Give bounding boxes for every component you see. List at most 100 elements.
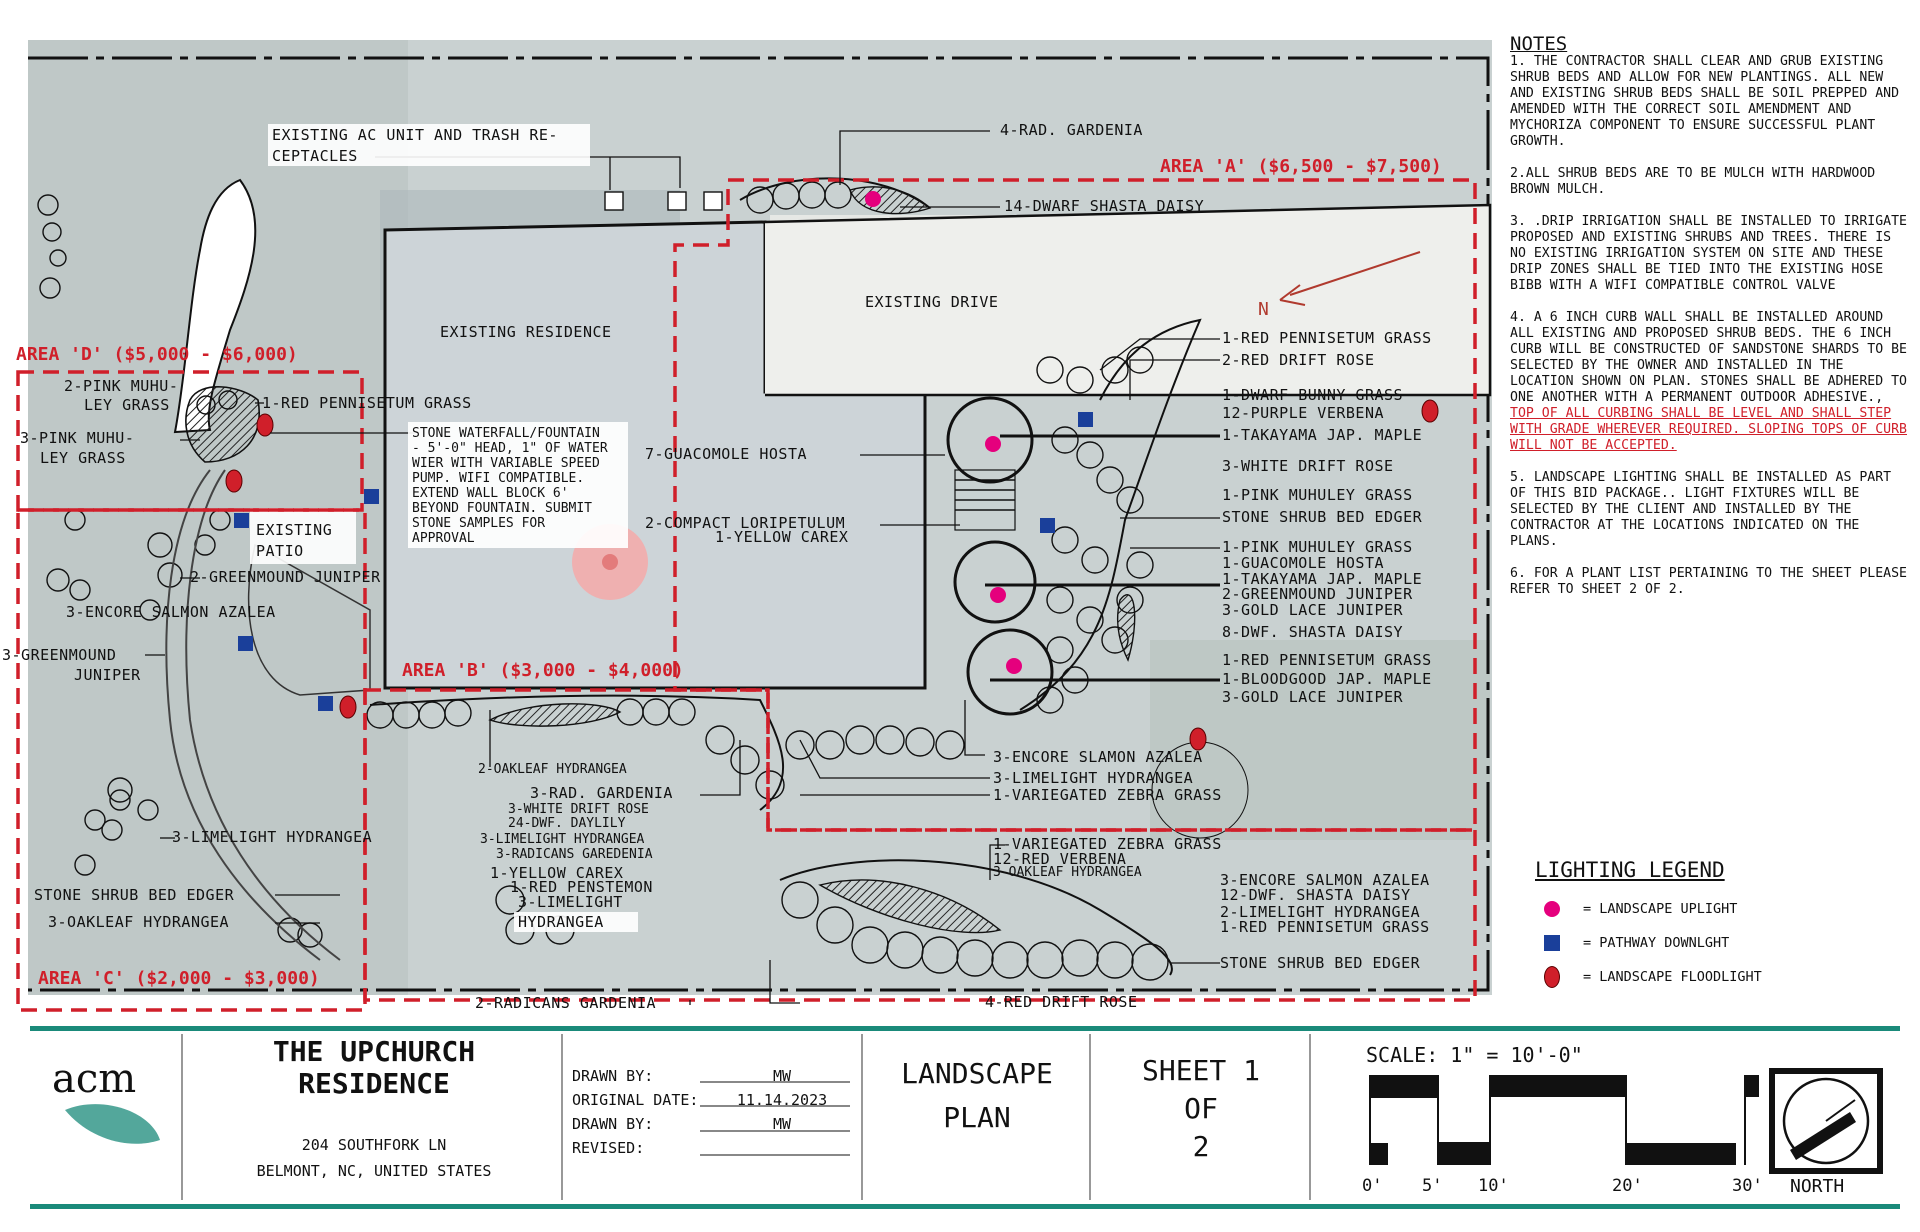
svg-text:1-DWARF BUNNY GRASS: 1-DWARF BUNNY GRASS xyxy=(1222,386,1403,404)
svg-text:1-PINK MUHULEY GRASS: 1-PINK MUHULEY GRASS xyxy=(1222,486,1413,504)
svg-text:CEPTACLES: CEPTACLES xyxy=(272,147,358,165)
svg-text:24-DWF. DAYLILY: 24-DWF. DAYLILY xyxy=(508,816,626,831)
svg-text:4-RED DRIFT ROSE: 4-RED DRIFT ROSE xyxy=(985,993,1138,1011)
svg-text:3-LIMELIGHT HYDRANGEA: 3-LIMELIGHT HYDRANGEA xyxy=(172,828,372,846)
existing-shrubs-left xyxy=(37,194,323,948)
svg-text:1-YELLOW CAREX: 1-YELLOW CAREX xyxy=(490,864,623,882)
area-b-label: AREA 'B' ($3,000 - $4,000) xyxy=(402,660,684,681)
svg-text:- 5'-0" HEAD, 1" OF WATER: - 5'-0" HEAD, 1" OF WATER xyxy=(412,441,608,456)
patio-label-1: EXISTING xyxy=(256,521,332,539)
note-6: 6. FOR A PLANT LIST PERTAINING TO THE SH… xyxy=(1510,566,1907,597)
svg-text:LEY GRASS: LEY GRASS xyxy=(84,396,170,414)
notes-title: NOTES xyxy=(1510,33,1568,55)
property-line xyxy=(28,56,1490,992)
note-3: 3. .DRIP IRRIGATION SHALL BE INSTALLED T… xyxy=(1510,214,1907,293)
existing-residence-label: EXISTING RESIDENCE xyxy=(440,323,612,341)
svg-text:1-BLOODGOOD JAP. MAPLE: 1-BLOODGOOD JAP. MAPLE xyxy=(1222,670,1432,688)
fountain-note: STONE WATERFALL/FOUNTAIN - 5'-0" HEAD, 1… xyxy=(412,426,608,546)
svg-text:1-PINK MUHULEY GRASS: 1-PINK MUHULEY GRASS xyxy=(1222,538,1413,556)
svg-text:STONE SHRUB BED EDGER: STONE SHRUB BED EDGER xyxy=(34,886,235,904)
svg-text:3-ENCORE SALMON AZALEA: 3-ENCORE SALMON AZALEA xyxy=(1220,871,1430,889)
svg-text:1-VARIEGATED ZEBRA GRASS: 1-VARIEGATED ZEBRA GRASS xyxy=(993,786,1222,804)
svg-text:3-GREENMOUND: 3-GREENMOUND xyxy=(2,646,116,664)
original-date-value: 11.14.2023 xyxy=(736,1091,828,1109)
area-d-bed xyxy=(185,386,260,463)
existing-drive xyxy=(764,203,1492,397)
drawn-by-value: MW xyxy=(772,1067,792,1085)
area-boundaries xyxy=(16,178,1477,1012)
note-2: 2.ALL SHRUB BEDS ARE TO BE MULCH WITH HA… xyxy=(1510,166,1876,197)
svg-text:3-LIMELIGHT HYDRANGEA: 3-LIMELIGHT HYDRANGEA xyxy=(480,832,645,847)
north-arrow xyxy=(1769,1068,1883,1174)
floodlight-icon xyxy=(1544,966,1560,988)
scale-bar xyxy=(1369,1075,1759,1165)
scale-tick-30: 30' xyxy=(1732,1176,1763,1196)
svg-text:3-WHITE DRIFT ROSE: 3-WHITE DRIFT ROSE xyxy=(1222,457,1394,475)
svg-text:12-RED VERBENA: 12-RED VERBENA xyxy=(993,850,1126,868)
scale-tick-10: 10' xyxy=(1478,1176,1509,1196)
note-5: 5. LANDSCAPE LIGHTING SHALL BE INSTALLED… xyxy=(1510,470,1892,549)
svg-text:3-ENCORE SALMON AZALEA: 3-ENCORE SALMON AZALEA xyxy=(66,603,276,621)
callout-ac: EXISTING AC UNIT AND TRASH RE- xyxy=(272,126,558,144)
scale-tick-20: 20' xyxy=(1612,1176,1643,1196)
svg-text:8-DWF. SHASTA DAISY: 8-DWF. SHASTA DAISY xyxy=(1222,623,1403,641)
svg-text:1-TAKAYAMA JAP. MAPLE: 1-TAKAYAMA JAP. MAPLE xyxy=(1222,570,1422,588)
note-1: 1. THE CONTRACTOR SHALL CLEAR AND GRUB E… xyxy=(1510,54,1900,149)
leader-lines xyxy=(145,130,1220,1005)
svg-text:2-OAKLEAF HYDRANGEA: 2-OAKLEAF HYDRANGEA xyxy=(478,762,627,777)
note-4: 4. A 6 INCH CURB WALL SHALL BE INSTALLED… xyxy=(1510,310,1907,453)
svg-text:2-LIMELIGHT HYDRANGEA: 2-LIMELIGHT HYDRANGEA xyxy=(1220,903,1420,921)
project-title: THE UPCHURCH RESIDENCE xyxy=(272,1035,476,1100)
svg-text:14-DWARF SHASTA DAISY: 14-DWARF SHASTA DAISY xyxy=(1004,197,1204,215)
drawing-info: DRAWN BY:MW ORIGINAL DATE:11.14.2023 DRA… xyxy=(572,1064,862,1160)
sheet-name: LANDSCAPE PLAN xyxy=(901,1057,1053,1134)
scale-tick-0: 0' xyxy=(1362,1176,1383,1196)
svg-text:JUNIPER: JUNIPER xyxy=(74,666,141,684)
svg-text:12-PURPLE VERBENA: 12-PURPLE VERBENA xyxy=(1222,404,1384,422)
area-a-right-bed xyxy=(946,318,1249,839)
lighting-legend: LIGHTING LEGEND = LANDSCAPE UPLIGHT = PA… xyxy=(1535,858,1895,994)
legend-title: LIGHTING LEGEND xyxy=(1535,858,1725,882)
logo: acm xyxy=(52,1056,136,1102)
svg-text:12-DWF. SHASTA DAISY: 12-DWF. SHASTA DAISY xyxy=(1220,886,1411,904)
scale-label: SCALE: 1" = 10'-0" xyxy=(1366,1043,1583,1067)
svg-text:7-GUACOMOLE HOSTA: 7-GUACOMOLE HOSTA xyxy=(645,445,807,463)
title-block-bottom-border xyxy=(30,1204,1900,1209)
svg-text:STONE SAMPLES FOR: STONE SAMPLES FOR xyxy=(412,516,545,531)
uplight-icon xyxy=(1544,901,1560,917)
legend-row-floodlight: = LANDSCAPE FLOODLIGHT xyxy=(1535,960,1895,994)
title-block-top-border xyxy=(30,1026,1900,1031)
svg-text:2-GREENMOUND JUNIPER: 2-GREENMOUND JUNIPER xyxy=(1222,585,1413,603)
legend-row-uplight: = LANDSCAPE UPLIGHT xyxy=(1535,892,1895,926)
svg-text:3-OAKLEAF HYDRANGEA: 3-OAKLEAF HYDRANGEA xyxy=(48,913,229,931)
area-a-label: AREA 'A' ($6,500 - $7,500) xyxy=(1160,156,1442,177)
note-4-emphasis: TOP OF ALL CURBING SHALL BE LEVEL AND SH… xyxy=(1510,406,1907,453)
svg-text:1-RED PENNISETUM GRASS: 1-RED PENNISETUM GRASS xyxy=(262,394,472,412)
north-letter: N xyxy=(1258,299,1269,320)
svg-text:3-PINK MUHU-: 3-PINK MUHU- xyxy=(20,429,134,447)
sheet-number: SHEET 1 OF 2 xyxy=(1141,1054,1260,1163)
area-d-label: AREA 'D' ($5,000 - $6,000) xyxy=(16,344,298,365)
svg-text:BEYOND FOUNTAIN. SUBMIT: BEYOND FOUNTAIN. SUBMIT xyxy=(412,501,592,516)
legend-row-downlight: = PATHWAY DOWNLGHT xyxy=(1535,926,1895,960)
svg-text:3-LIMELIGHT HYDRANGEA: 3-LIMELIGHT HYDRANGEA xyxy=(993,769,1193,787)
area-c-label: AREA 'C' ($2,000 - $3,000) xyxy=(38,968,320,989)
svg-text:1-TAKAYAMA JAP. MAPLE: 1-TAKAYAMA JAP. MAPLE xyxy=(1222,426,1422,444)
svg-text:EXTEND WALL BLOCK 6': EXTEND WALL BLOCK 6' xyxy=(412,486,569,501)
title-block-field-lines xyxy=(700,1081,850,1156)
svg-text:1-RED PENNISETUM GRASS: 1-RED PENNISETUM GRASS xyxy=(1222,651,1432,669)
svg-text:LEY GRASS: LEY GRASS xyxy=(40,449,126,467)
title-block-dividers xyxy=(181,1034,1311,1200)
svg-text:1-RED PENSTEMON: 1-RED PENSTEMON xyxy=(510,878,653,896)
svg-text:2-RADICANS GARDENIA: 2-RADICANS GARDENIA xyxy=(475,994,656,1012)
area-b-bed xyxy=(366,694,965,811)
plant-callouts: EXISTING AC UNIT AND TRASH RE- CEPTACLES… xyxy=(2,121,1432,1012)
svg-text:1-YELLOW CAREX: 1-YELLOW CAREX xyxy=(715,528,848,546)
svg-text:2-PINK MUHU-: 2-PINK MUHU- xyxy=(64,377,178,395)
north-label: NORTH xyxy=(1790,1176,1845,1197)
existing-drive-label: EXISTING DRIVE xyxy=(865,293,998,311)
svg-text:2-COMPACT LORIPETULUM: 2-COMPACT LORIPETULUM xyxy=(645,514,845,532)
svg-text:3-OAKLEAF HYDRANGEA: 3-OAKLEAF HYDRANGEA xyxy=(993,865,1142,880)
